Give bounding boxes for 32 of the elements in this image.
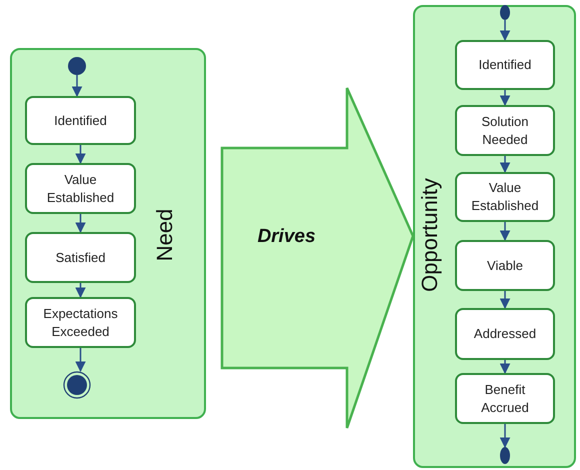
start-state bbox=[500, 5, 510, 20]
arrow bbox=[75, 283, 86, 298]
arrow bbox=[75, 145, 86, 164]
arrow bbox=[75, 348, 86, 372]
state-box: Value Established bbox=[455, 172, 555, 222]
state-box: Solution Needed bbox=[455, 105, 555, 156]
state-box: Expectations Exceeded bbox=[25, 297, 136, 348]
start-state bbox=[500, 447, 510, 464]
arrow bbox=[500, 156, 510, 174]
state-box: Viable bbox=[455, 240, 555, 291]
swimlane-panel bbox=[413, 5, 576, 468]
state-box: Value Established bbox=[25, 163, 136, 214]
arrow bbox=[500, 90, 510, 106]
end-state bbox=[63, 371, 91, 399]
edge-label: Drives bbox=[257, 226, 316, 248]
swimlane-panel bbox=[10, 48, 206, 419]
arrow bbox=[500, 222, 510, 242]
arrow bbox=[500, 424, 510, 448]
state-box: Identified bbox=[455, 40, 555, 90]
state-box: Satisfied bbox=[25, 232, 136, 283]
arrow bbox=[500, 360, 510, 374]
state-box: Benefit Accrued bbox=[455, 373, 555, 424]
lane-title: Opportunity bbox=[417, 178, 443, 292]
arrow bbox=[500, 291, 510, 310]
arrow bbox=[500, 20, 510, 42]
lane-title: Need bbox=[152, 208, 178, 262]
arrow bbox=[75, 214, 86, 234]
state-box: Identified bbox=[25, 96, 136, 145]
arrow bbox=[72, 75, 82, 98]
start-state bbox=[68, 57, 86, 75]
block-arrow bbox=[220, 86, 414, 430]
state-box: Addressed bbox=[455, 308, 555, 360]
